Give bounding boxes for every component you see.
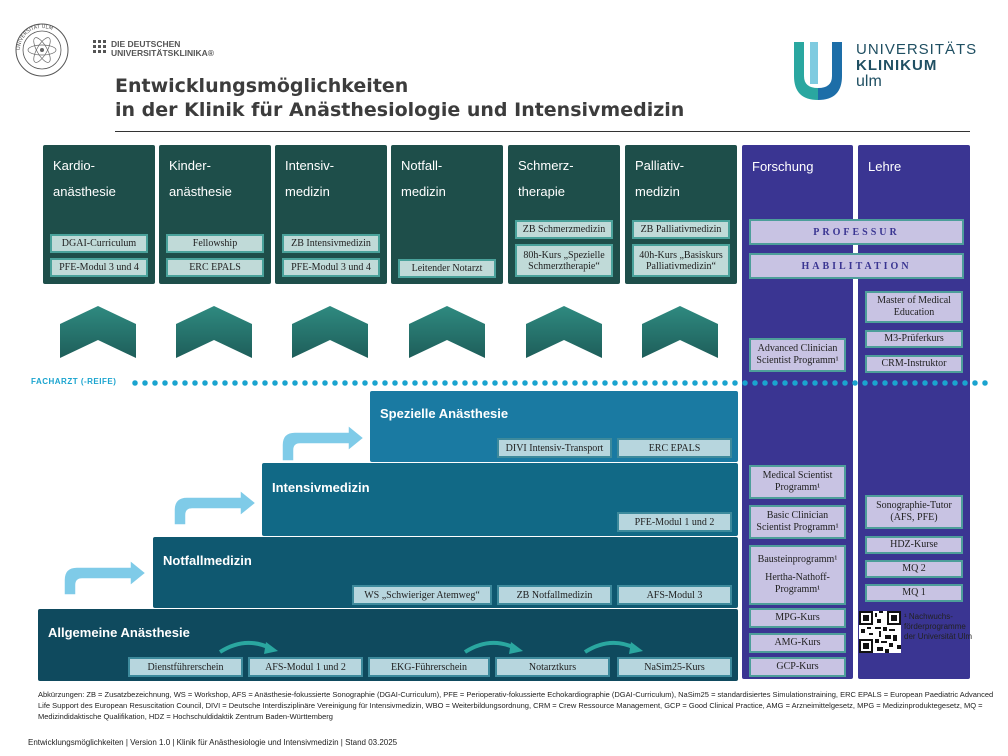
forschung-tag: Basic Clinician Scientist Programm¹ [749, 505, 846, 539]
column-title: Kardio- anästhesie [53, 158, 116, 199]
step-tag: ERC EPALS [617, 438, 732, 458]
step-tag: AFS-Modul 1 und 2 [248, 657, 363, 677]
step-title: Notfallmedizin [163, 553, 252, 568]
forschung-title: Forschung [752, 159, 814, 174]
column-title: Palliativ- medizin [635, 158, 685, 199]
column-schmerz: Schmerz- therapie ZB Schmerzmedizin 80h-… [508, 145, 620, 284]
title-divider [115, 131, 970, 132]
facharzt-line [130, 380, 992, 386]
step-tag: WS „Schwieriger Atemweg“ [352, 585, 492, 605]
column-palliativ: Palliativ- medizin ZB Palliativmedizin 4… [625, 145, 737, 284]
curve-arrow-icon [583, 640, 636, 654]
ukulm-u-icon [794, 42, 842, 100]
forschung-tag-group: Bausteinprogramm¹ Hertha-Nathoff-Program… [749, 545, 846, 605]
abbreviations: Abkürzungen: ZB = Zusatzbezeichnung, WS … [38, 690, 994, 721]
page-title: Entwicklungsmöglichkeiten in der Klinik … [115, 74, 684, 122]
column-title: Schmerz- therapie [518, 158, 574, 199]
column-tag: ZB Schmerzmedizin [515, 220, 613, 239]
habilitation-bar: HABILITATION [749, 253, 964, 279]
step-up-arrow-icon [173, 488, 258, 526]
dudk-line1: DIE DEUTSCHEN [111, 39, 181, 49]
footer: Entwicklungsmöglichkeiten | Version 1.0 … [28, 738, 398, 747]
column-tag: DGAI-Curriculum [50, 234, 148, 253]
column-tag: 40h-Kurs „Basiskurs Palliativmedizin“ [632, 244, 730, 277]
lehre-tag: CRM-Instruktor [865, 355, 963, 373]
chevron-up-icon [642, 306, 718, 358]
step-tag: DIVI Intensiv-Transport [497, 438, 612, 458]
title-line1: Entwicklungsmöglichkeiten [115, 75, 409, 97]
column-tag: 80h-Kurs „Spezielle Schmerztherapie“ [515, 244, 613, 277]
forschung-tag: Bausteinprogramm¹ [757, 554, 838, 565]
step-tag: ZB Notfallmedizin [497, 585, 612, 605]
column-tag: ERC EPALS [166, 258, 264, 277]
qr-code-icon [859, 611, 901, 653]
forschung-tag: Medical Scientist Programm¹ [749, 465, 846, 499]
chevron-up-icon [526, 306, 602, 358]
ukulm-line3: ulm [856, 73, 882, 90]
lehre-tag: M3-Prüferkurs [865, 330, 963, 348]
ukulm-logo: UNIVERSITÄTS KLINIKUM ulm [790, 42, 980, 102]
curve-arrow-icon [218, 640, 271, 654]
lehre-tag: MQ 1 [865, 584, 963, 602]
column-tag: Fellowship [166, 234, 264, 253]
forschung-tag: GCP-Kurs [749, 657, 846, 677]
title-line2: in der Klinik für Anästhesiologie und In… [115, 99, 685, 121]
step-title: Spezielle Anästhesie [380, 406, 509, 421]
step-title: Intensivmedizin [272, 480, 370, 495]
column-tag: PFE-Modul 3 und 4 [50, 258, 148, 277]
forschung-tag: MPG-Kurs [749, 608, 846, 628]
column-tag: ZB Palliativmedizin [632, 220, 730, 239]
lehre-tag: MQ 2 [865, 560, 963, 578]
step-tag: PFE-Modul 1 und 2 [617, 512, 732, 532]
column-tag: ZB Intensivmedizin [282, 234, 380, 253]
chevron-row [60, 306, 718, 358]
ukulm-line1: UNIVERSITÄTS [856, 41, 978, 58]
column-tag: PFE-Modul 3 und 4 [282, 258, 380, 277]
column-title: Notfall- medizin [401, 158, 446, 199]
step-tag: AFS-Modul 3 [617, 585, 732, 605]
professur-bar: PROFESSUR [749, 219, 964, 245]
curve-arrow-icon [463, 640, 516, 654]
step-title: Allgemeine Anästhesie [48, 625, 190, 640]
forschung-tag: AMG-Kurs [749, 633, 846, 653]
forschung-tag: Advanced Clinician Scientist Programm¹ [749, 338, 846, 372]
ukulm-line2: KLINIKUM [856, 57, 938, 74]
chevron-up-icon [176, 306, 252, 358]
column-intensiv: Intensiv- medizin ZB Intensivmedizin PFE… [275, 145, 387, 284]
column-kardio: Kardio- anästhesie DGAI-Curriculum PFE-M… [43, 145, 155, 284]
dudk-line2: UNIVERSITÄTSKLINIKA® [111, 48, 215, 58]
university-seal: UNIVERSITÄT ULM [14, 22, 70, 78]
column-notfall: Notfall- medizin Leitender Notarzt [391, 145, 503, 284]
forschung-tag: Hertha-Nathoff-Programm¹ [765, 572, 830, 595]
facharzt-label: FACHARZT (-REIFE) [31, 377, 117, 386]
dudk-grid-icon [93, 40, 106, 53]
column-title: Kinder- anästhesie [169, 158, 232, 199]
curved-arrows [218, 640, 643, 654]
step-tag: Notarztkurs [495, 657, 610, 677]
seal-icon: UNIVERSITÄT ULM [15, 23, 69, 77]
step-tag: NaSim25-Kurs [617, 657, 732, 677]
chevron-up-icon [60, 306, 136, 358]
step-up-arrow-icon [63, 558, 148, 596]
column-tag: Leitender Notarzt [398, 259, 496, 278]
column-kinder: Kinder- anästhesie Fellowship ERC EPALS [159, 145, 271, 284]
step-tag: EKG-Führerschein [368, 657, 490, 677]
chevron-up-icon [292, 306, 368, 358]
lehre-tag: Sonographie-Tutor (AFS, PFE) [865, 495, 963, 529]
lehre-tag: HDZ-Kurse [865, 536, 963, 554]
column-title: Intensiv- medizin [285, 158, 335, 199]
lehre-tag: Master of Medical Education [865, 291, 963, 323]
lehre-title: Lehre [868, 159, 902, 174]
step-tag: Dienstführerschein [128, 657, 243, 677]
step-up-arrow-icon [281, 423, 366, 462]
qr-note: ¹ Nachwuchs-förderprogramme der Universi… [904, 612, 973, 641]
chevron-up-icon [409, 306, 485, 358]
step-arrows [63, 423, 366, 596]
